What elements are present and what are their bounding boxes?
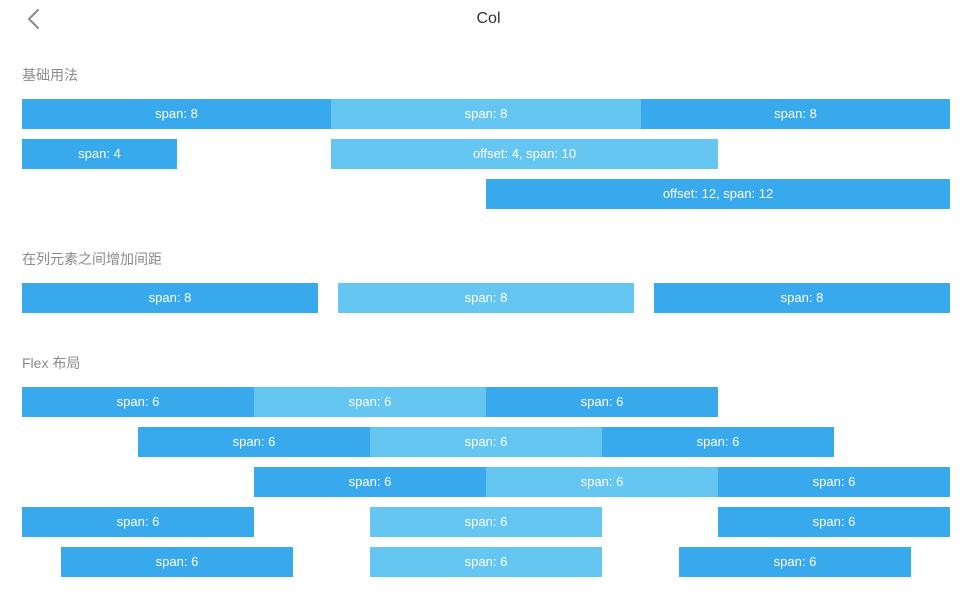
col-span-8: span: 8	[641, 99, 950, 129]
col-span-8: span: 8	[338, 283, 634, 313]
col-span-6: span: 6	[22, 387, 254, 417]
col-offset-12-span-12: offset: 12, span: 12	[486, 179, 950, 209]
col-span-6: span: 6	[602, 427, 834, 457]
col-span-6: span: 6	[486, 387, 718, 417]
col-span-4: span: 4	[22, 139, 177, 169]
nav-bar: Col	[0, 0, 977, 38]
section-title-basic: 基础用法	[22, 67, 78, 83]
col-span-6: span: 6	[370, 507, 602, 537]
col-span-6: span: 6	[138, 427, 370, 457]
section-title-gutter: 在列元素之间增加间距	[22, 251, 162, 267]
col-span-6: span: 6	[254, 467, 486, 497]
col-span-6: span: 6	[61, 547, 293, 577]
col-span-8: span: 8	[22, 283, 318, 313]
col-offset-4-span-10: offset: 4, span: 10	[331, 139, 718, 169]
chevron-left-icon[interactable]	[24, 8, 44, 30]
col-span-6: span: 6	[486, 467, 718, 497]
col-span-8: span: 8	[654, 283, 950, 313]
col-span-8: span: 8	[331, 99, 641, 129]
col-span-6: span: 6	[370, 427, 602, 457]
col-span-6: span: 6	[718, 507, 950, 537]
col-span-6: span: 6	[22, 507, 254, 537]
col-span-6: span: 6	[679, 547, 911, 577]
section-title-flex: Flex 布局	[22, 355, 81, 371]
col-span-6: span: 6	[370, 547, 602, 577]
col-span-8: span: 8	[22, 99, 331, 129]
page-title: Col	[476, 10, 501, 27]
col-span-6: span: 6	[718, 467, 950, 497]
col-span-6: span: 6	[254, 387, 486, 417]
